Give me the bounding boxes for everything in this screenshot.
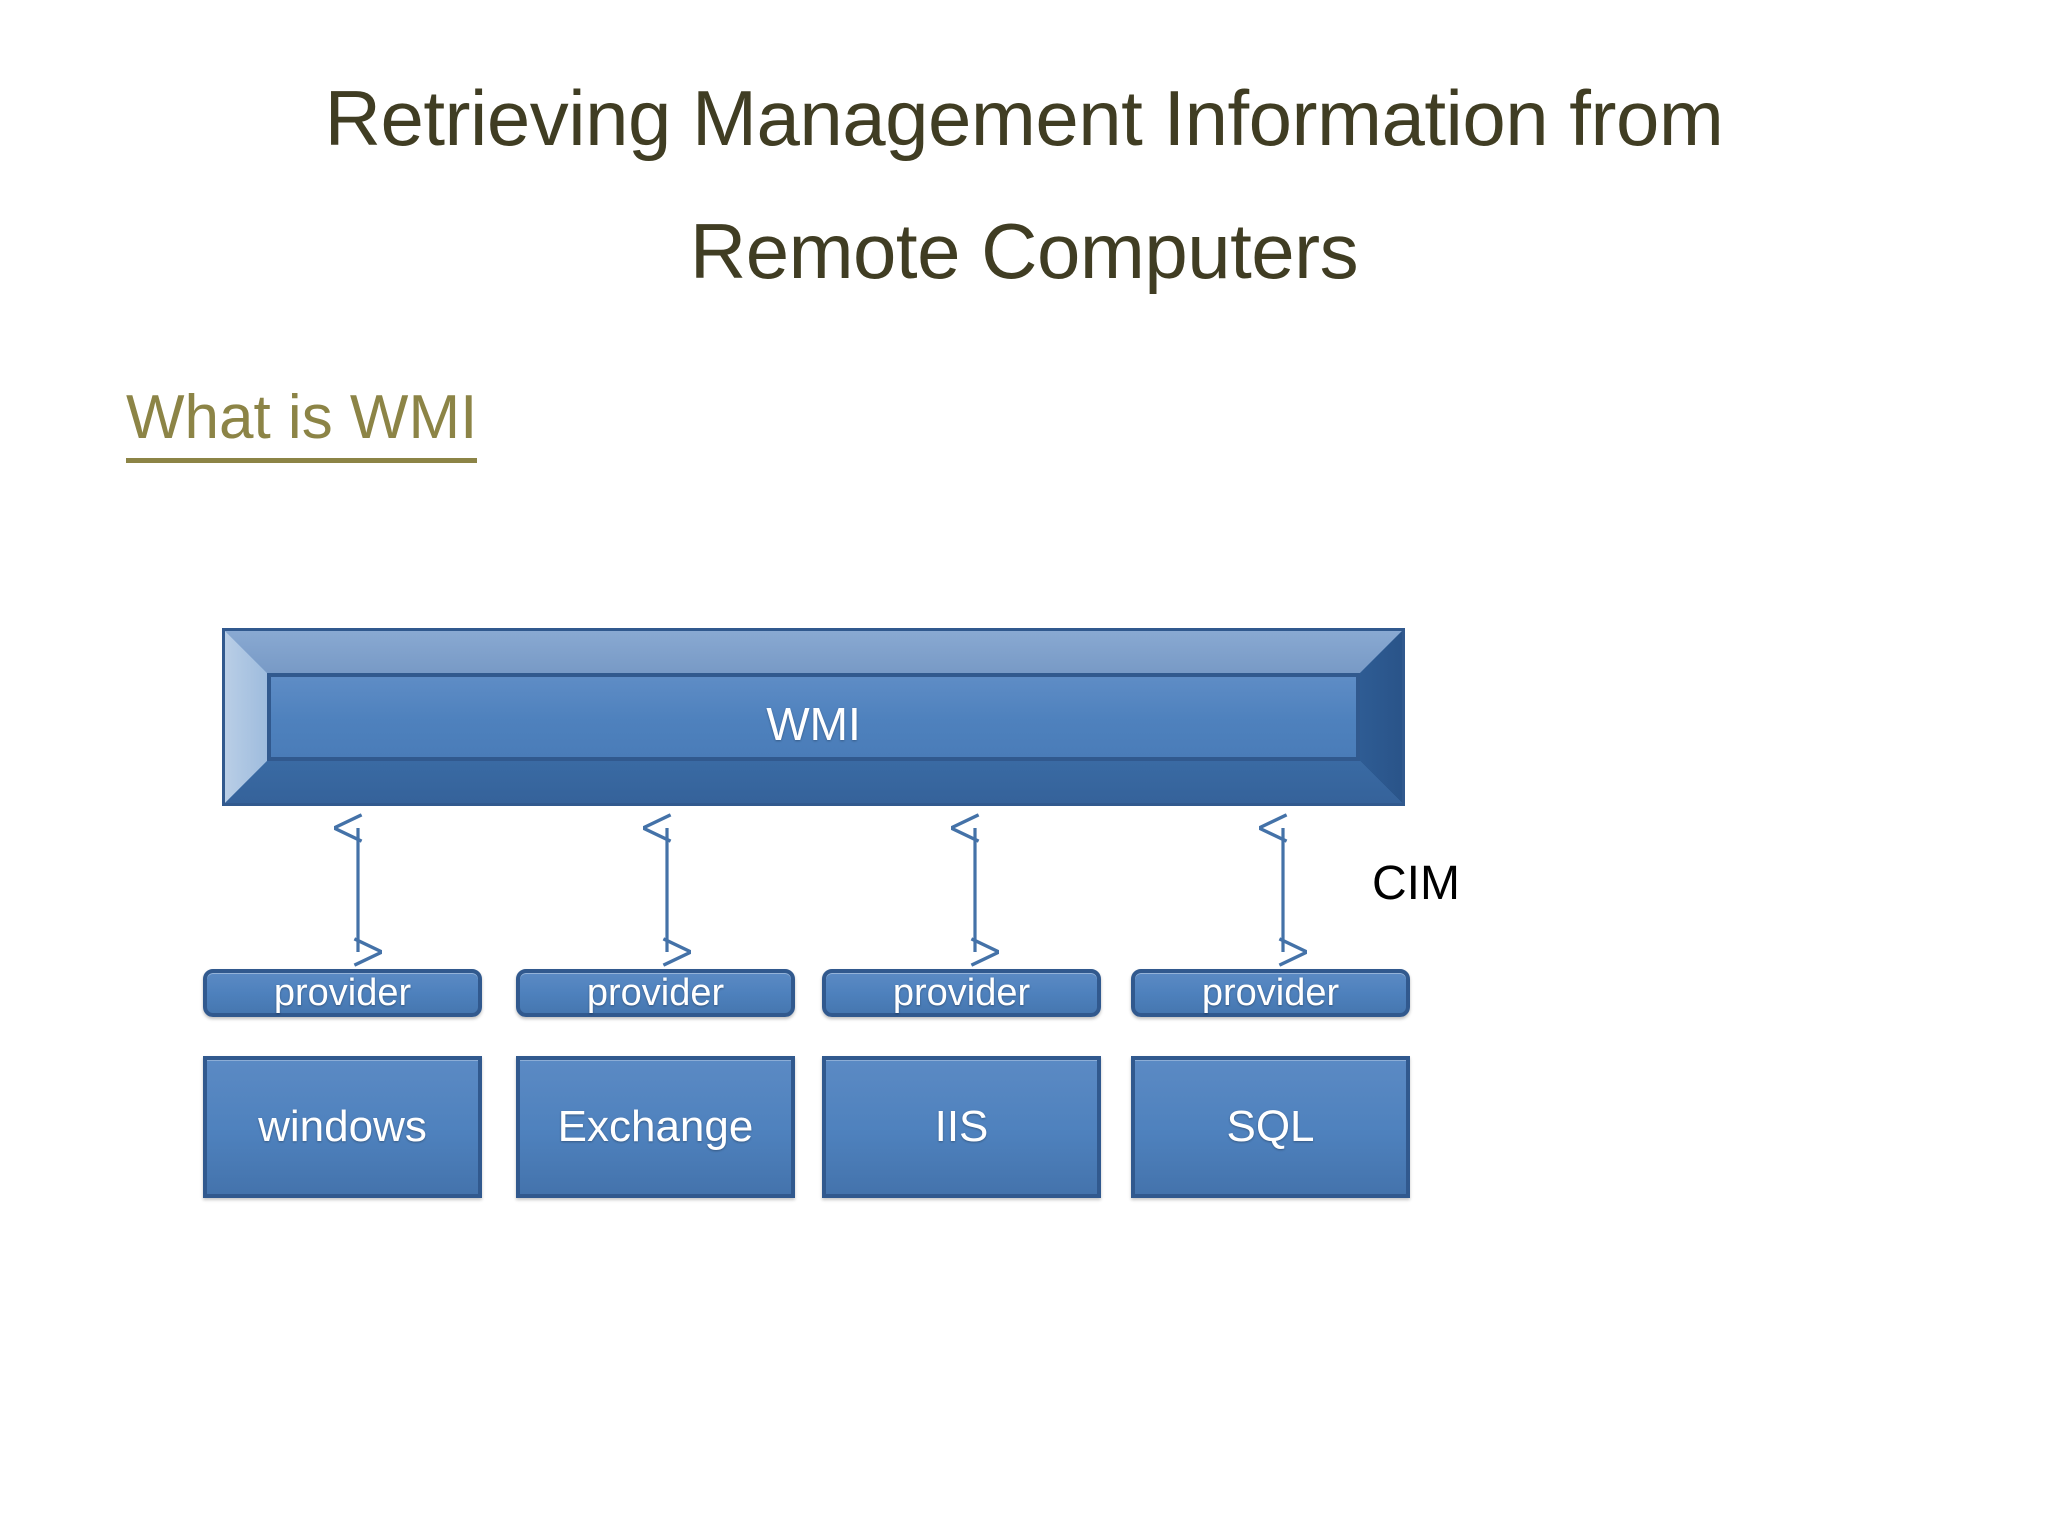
wmi-block[interactable]: WMI (222, 628, 1405, 806)
wmi-block-label: WMI (766, 698, 861, 750)
provider-box-windows[interactable]: provider (203, 969, 482, 1017)
provider-box-label: provider (1201, 972, 1340, 1014)
provider-box-iis[interactable]: provider (822, 969, 1101, 1017)
cim-label: CIM (1372, 857, 1460, 910)
section-heading-what-is-wmi: What is WMI (126, 382, 478, 463)
service-box-label: windows (258, 1102, 427, 1151)
service-box-label: Exchange (557, 1102, 754, 1151)
provider-box-label: provider (273, 972, 412, 1014)
provider-box-exchange[interactable]: provider (516, 969, 795, 1017)
provider-box-sql[interactable]: provider (1131, 969, 1410, 1017)
service-box-windows[interactable]: windows (203, 1056, 482, 1198)
provider-box-label: provider (892, 972, 1031, 1014)
service-box-label: IIS (934, 1102, 989, 1151)
service-box-iis[interactable]: IIS (822, 1056, 1101, 1198)
service-box-label: SQL (1226, 1102, 1315, 1151)
wmi-bevel-shape (222, 628, 1405, 806)
provider-box-label: provider (586, 972, 725, 1014)
page-title: Retrieving Management Information from R… (324, 74, 1724, 295)
service-box-sql[interactable]: SQL (1131, 1056, 1410, 1198)
service-box-exchange[interactable]: Exchange (516, 1056, 795, 1198)
